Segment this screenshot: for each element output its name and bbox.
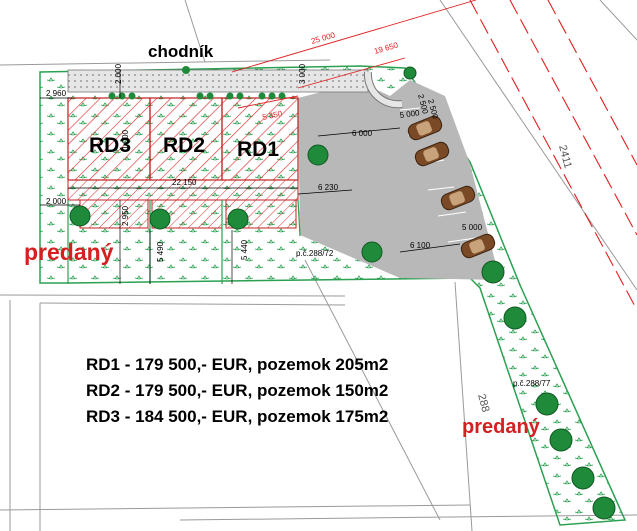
dim-total: 25 000 <box>310 30 337 46</box>
dim-park-6230: 6 230 <box>318 183 339 192</box>
tree-icon <box>549 428 573 452</box>
dim-top-left: 2 960 <box>46 89 67 98</box>
parked-cars <box>407 115 496 259</box>
car-icon <box>407 115 443 141</box>
dimension-lines <box>40 70 461 284</box>
dim-width-houses: 22 150 <box>172 178 197 187</box>
tree-icon <box>571 466 595 490</box>
dim-front-5440: 5 440 <box>240 239 249 260</box>
houses <box>67 97 299 229</box>
dim-diag: 5 350 <box>262 109 284 122</box>
dim-vert-rd2: 1 000 <box>121 129 130 150</box>
price-list: RD1 - 179 500,- EUR, pozemok 205m2 RD2 -… <box>86 352 388 430</box>
tree-icon <box>481 260 505 284</box>
tree-icon <box>307 144 329 166</box>
tree-icon <box>503 306 527 330</box>
sold-label-rd1: predaný <box>462 416 541 438</box>
sidewalk-label: chodník <box>148 42 214 61</box>
tree-icon <box>227 208 249 230</box>
parcel-partial-label: 288 <box>475 393 491 414</box>
dim-sub: 19 650 <box>373 40 400 56</box>
house-rd1 <box>221 97 299 181</box>
parcel-label-77: p.č.288/77 <box>513 379 551 388</box>
tree-icon <box>69 205 91 227</box>
dim-park-6000: 6 000 <box>352 129 373 138</box>
parcel-label-72: p.č.288/72 <box>296 249 334 258</box>
dim-vert-rd1: 3 000 <box>298 63 307 84</box>
dim-mid-2950: 2 950 <box>121 205 130 226</box>
dim-front-5490: 5 490 <box>156 241 165 262</box>
house-label-rd1: RD1 <box>237 138 279 161</box>
dim-park-6100: 6 100 <box>410 241 431 250</box>
parking-area <box>298 80 500 280</box>
dim-vert-rd3: 2 000 <box>114 63 123 84</box>
tree-icon <box>403 66 417 80</box>
dim-park-5000b: 5 000 <box>462 223 483 232</box>
price-rd3: RD3 - 184 500,- EUR, pozemok 175m2 <box>86 407 389 426</box>
house-rd2 <box>149 97 223 181</box>
house-label-rd2: RD2 <box>163 134 205 157</box>
road-lines <box>469 0 637 311</box>
car-icon <box>414 141 450 167</box>
tree-icon <box>535 392 559 416</box>
dim-left-2000: 2 000 <box>46 197 67 206</box>
tree-icon <box>361 241 383 263</box>
car-icon <box>460 233 496 259</box>
tree-icon <box>592 496 616 520</box>
house-label-rd3: RD3 <box>89 134 131 157</box>
trees <box>69 66 616 520</box>
dim-park-5000a: 5 000 <box>399 108 421 120</box>
car-icon <box>440 185 476 211</box>
price-rd1: RD1 - 179 500,- EUR, pozemok 205m2 <box>86 355 389 374</box>
road-label: 2411 <box>556 144 574 170</box>
price-rd2: RD2 - 179 500,- EUR, pozemok 150m2 <box>86 381 389 400</box>
tree-icon <box>149 208 171 230</box>
sold-label-rd3: predaný <box>24 239 114 265</box>
red-dimension-lines <box>231 0 477 109</box>
